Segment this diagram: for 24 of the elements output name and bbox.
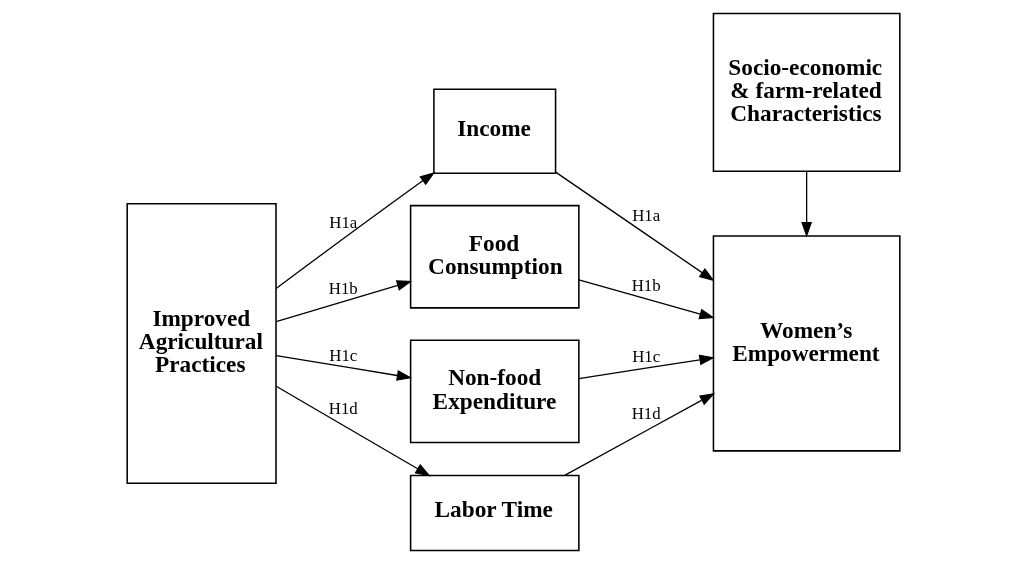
edge-label: H1b: [328, 278, 358, 298]
edge-label: H1d: [631, 404, 661, 424]
edge-label: H1c: [631, 347, 660, 367]
node-box: Labor Time: [409, 474, 580, 552]
arrow: [554, 171, 715, 282]
node-box: Socio-economic & farm-related Characteristics: [712, 12, 901, 173]
edge-label: H1c: [328, 345, 357, 365]
arrow: [274, 171, 435, 290]
arrow: [275, 354, 412, 381]
edge-label: H1a: [631, 206, 660, 226]
edge-label: H1a: [328, 212, 357, 232]
arrow: [577, 354, 715, 380]
node-box: Food Consumption: [409, 204, 580, 309]
node-box: Women’s Empowerment: [712, 235, 901, 452]
arrow: [275, 280, 412, 323]
arrow: [800, 171, 812, 238]
arrow: [577, 279, 715, 320]
node-box: Income: [432, 88, 556, 175]
edge-label: H1d: [328, 398, 358, 418]
arrow: [275, 385, 431, 477]
node-box: Non-food Expenditure: [409, 339, 580, 444]
arrow: [563, 392, 715, 477]
node-box: Improved Agricultural Practices: [125, 202, 277, 485]
edge-label: H1b: [631, 275, 661, 295]
